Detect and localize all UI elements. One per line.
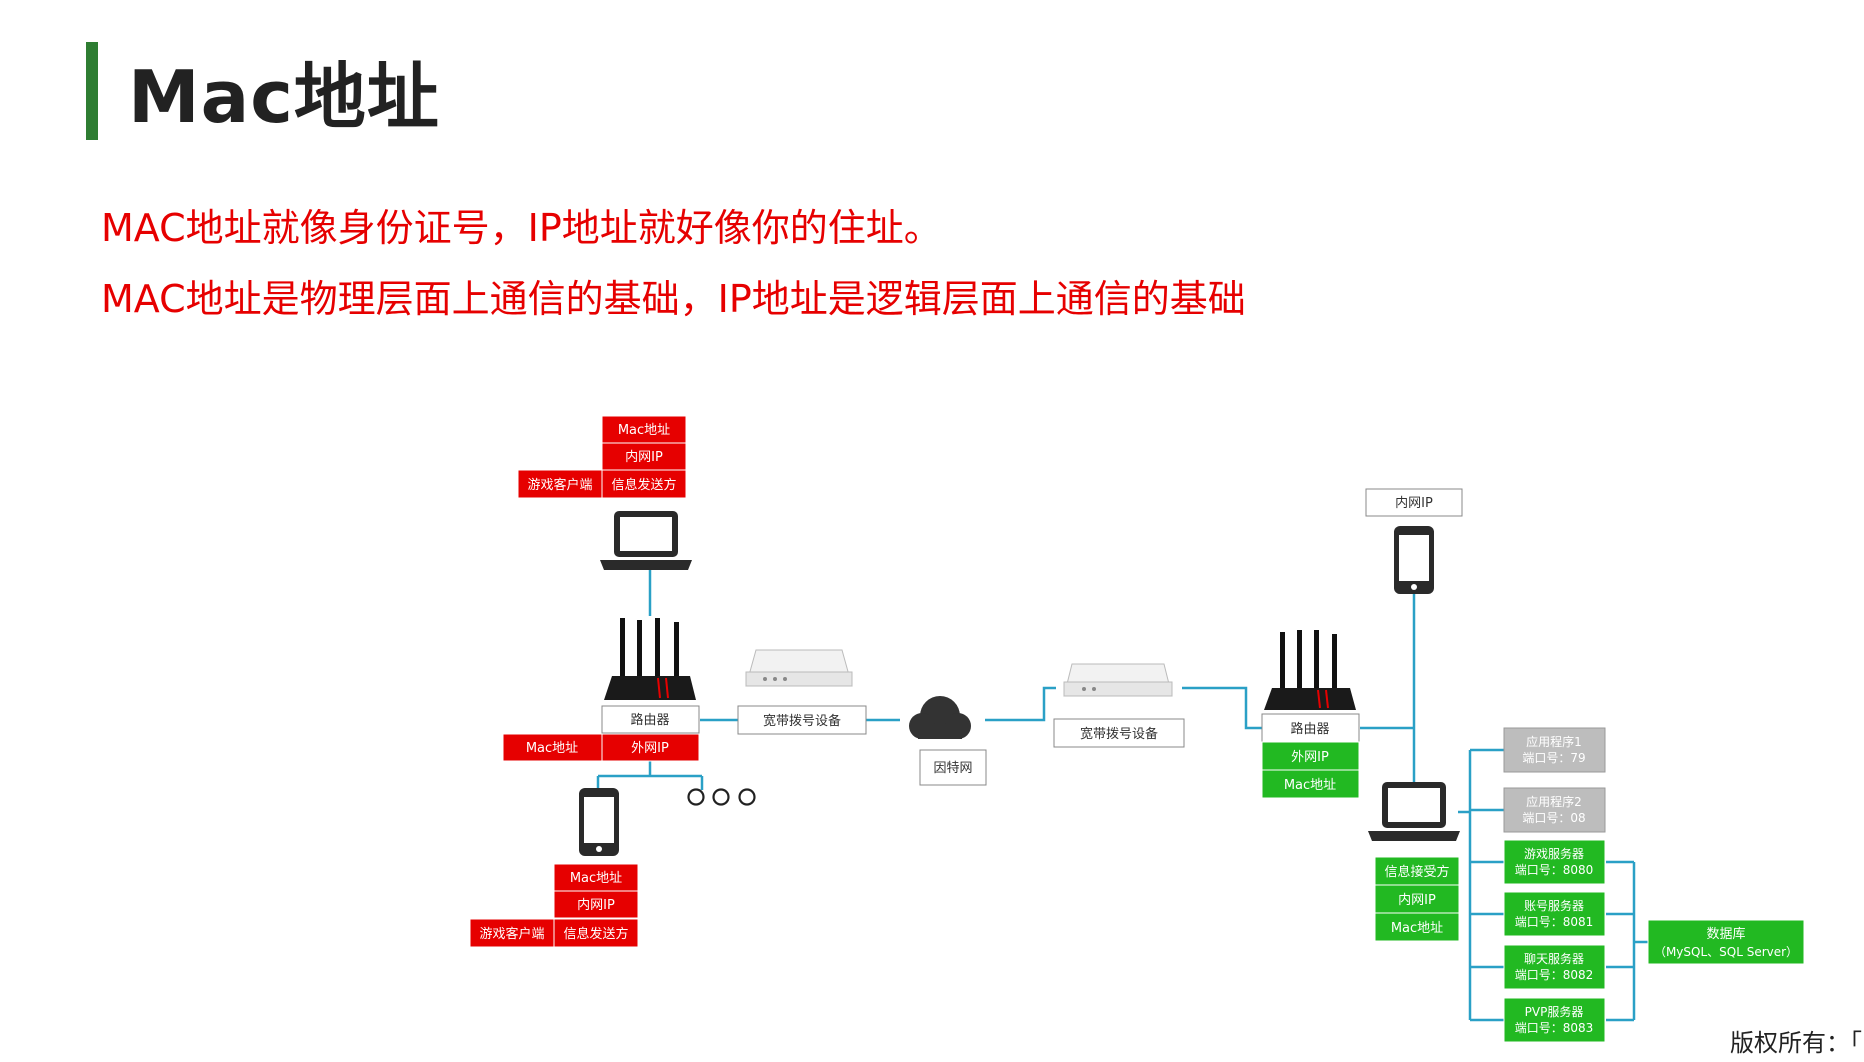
right-router-tags: 路由器 外网IP Mac地址 <box>1261 713 1360 799</box>
left-router-label: 路由器 <box>630 712 669 728</box>
app-5-name: 聊天服务器 <box>1524 951 1584 966</box>
modem-icon <box>1063 663 1173 697</box>
left-modem-label: 宽带拨号设备 <box>763 713 841 729</box>
laptop-icon <box>1368 782 1460 841</box>
page-title: Mac地址 <box>128 55 440 139</box>
database-name: 数据库 <box>1706 926 1745 942</box>
app-4-name: 账号服务器 <box>1524 898 1584 913</box>
right-server-mac-label: Mac地址 <box>1391 921 1443 936</box>
left-bottom-client-label: 游戏客户端 <box>479 926 544 942</box>
app-2-port: 端口号：08 <box>1522 811 1585 825</box>
app-list: 应用程序1 端口号：79 应用程序2 端口号：08 游戏服务器 端口号：8080… <box>1503 727 1606 1043</box>
left-top-mac-label: Mac地址 <box>618 423 670 438</box>
database-detail: （MySQL、SQL Server） <box>1654 945 1798 959</box>
title-accent-bar <box>86 42 98 140</box>
connection-lines <box>596 570 1648 1022</box>
right-receiver-label: 信息接受方 <box>1384 864 1449 880</box>
copyright-text: 版权所有：「 <box>1730 1029 1862 1057</box>
app-2-name: 应用程序2 <box>1526 794 1582 809</box>
left-router-tags: 路由器 外网IP Mac地址 <box>502 705 700 762</box>
app-6-name: PVP服务器 <box>1525 1004 1584 1019</box>
app-3-port: 端口号：8080 <box>1515 863 1594 877</box>
left-client-top-tags: Mac地址 内网IP 信息发送方 游戏客户端 <box>517 415 687 499</box>
left-client-bottom-tags: Mac地址 内网IP 信息发送方 游戏客户端 <box>469 863 639 948</box>
router-icon <box>604 618 696 700</box>
left-bottom-sender-label: 信息发送方 <box>563 926 628 942</box>
right-server-ip-label: 内网IP <box>1398 892 1436 908</box>
app-1-name: 应用程序1 <box>1526 734 1582 749</box>
right-phone-ip-label: 内网IP <box>1395 495 1433 511</box>
left-modem-tag: 宽带拨号设备 <box>737 705 867 735</box>
app-5-port: 端口号：8082 <box>1515 968 1594 982</box>
more-devices-dots <box>687 788 756 806</box>
laptop-icon <box>600 511 692 570</box>
internet-tag: 因特网 <box>919 749 987 786</box>
right-router-mac-label: Mac地址 <box>1284 778 1336 793</box>
app-4-port: 端口号：8081 <box>1515 915 1594 929</box>
app-1-port: 端口号：79 <box>1522 751 1585 765</box>
left-top-client-label: 游戏客户端 <box>527 477 592 493</box>
left-top-sender-label: 信息发送方 <box>611 477 676 493</box>
left-router-wanip-label: 外网IP <box>631 741 669 756</box>
left-bottom-mac-label: Mac地址 <box>570 871 622 886</box>
router-icon <box>1264 630 1356 710</box>
phone-icon <box>579 788 619 856</box>
intro-line-1: MAC地址就像身份证号，IP地址就好像你的住址。 <box>101 206 942 250</box>
right-router-wanip-label: 外网IP <box>1291 750 1329 765</box>
left-bottom-ip-label: 内网IP <box>577 897 615 913</box>
right-modem-label: 宽带拨号设备 <box>1080 726 1158 742</box>
right-phone-tag: 内网IP <box>1365 488 1463 517</box>
right-server-tags: 信息接受方 内网IP Mac地址 <box>1374 856 1460 942</box>
database-box: 数据库 （MySQL、SQL Server） <box>1647 919 1805 965</box>
right-router-label: 路由器 <box>1290 721 1329 737</box>
phone-icon <box>1394 526 1434 594</box>
left-router-mac-label: Mac地址 <box>526 741 578 756</box>
cloud-icon <box>909 696 971 739</box>
left-top-ip-label: 内网IP <box>625 449 663 465</box>
right-modem-tag: 宽带拨号设备 <box>1053 718 1185 748</box>
app-3-name: 游戏服务器 <box>1524 846 1584 861</box>
app-6-port: 端口号：8083 <box>1515 1021 1594 1035</box>
intro-line-2: MAC地址是物理层面上通信的基础，IP地址是逻辑层面上通信的基础 <box>101 277 1246 321</box>
modem-icon <box>745 649 853 687</box>
internet-label: 因特网 <box>933 761 972 776</box>
